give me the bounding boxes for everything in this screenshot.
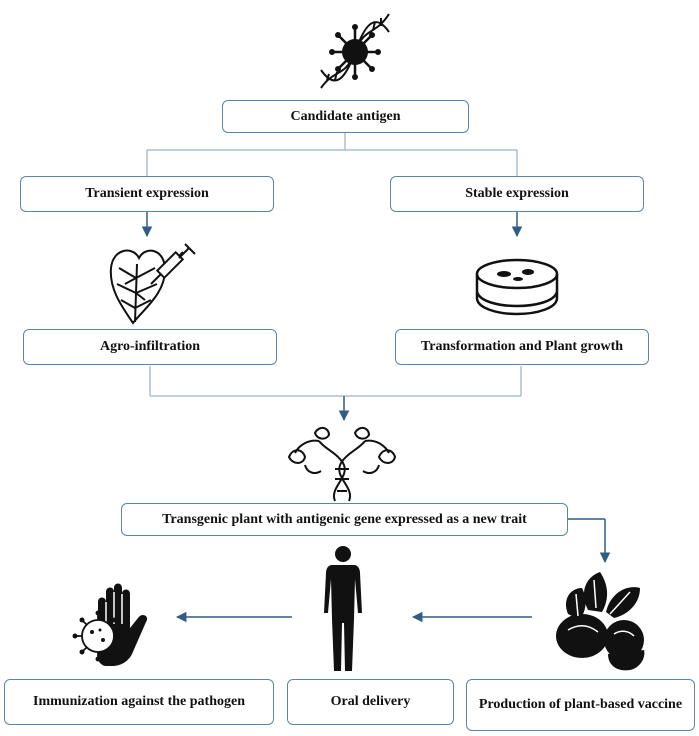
immunization-label: Immunization against the pathogen [33,694,245,710]
candidate-antigen-label: Candidate antigen [290,108,401,124]
agro-infiltration-box: Agro-infiltration [23,329,277,365]
oral-delivery-box: Oral delivery [287,679,454,725]
stable-expression-box: Stable expression [390,176,644,212]
oral-delivery-label: Oral delivery [330,694,411,710]
transformation-box: Transformation and Plant growth [395,329,649,365]
human-figure-icon [324,546,362,671]
transient-expression-box: Transient expression [20,176,274,212]
production-box: Production of plant-based vaccine [466,679,695,731]
transformation-label: Transformation and Plant growth [420,339,624,355]
stable-expression-label: Stable expression [465,186,569,202]
transgenic-plant-label: Transgenic plant with antigenic gene exp… [162,511,527,527]
transient-expression-label: Transient expression [85,186,209,202]
leaf-syringe-icon [109,243,196,325]
dna-plant-icon [287,427,397,502]
hand-virus-icon [72,583,148,666]
immunization-box: Immunization against the pathogen [4,679,274,725]
agro-infiltration-label: Agro-infiltration [99,339,201,355]
vegetables-icon [556,572,645,671]
petri-dish-icon [475,258,559,316]
production-label: Production of plant-based vaccine [478,697,683,713]
transgenic-plant-box: Transgenic plant with antigenic gene exp… [121,503,568,536]
candidate-antigen-box: Candidate antigen [222,100,469,133]
virus-dna-icon [320,13,390,89]
